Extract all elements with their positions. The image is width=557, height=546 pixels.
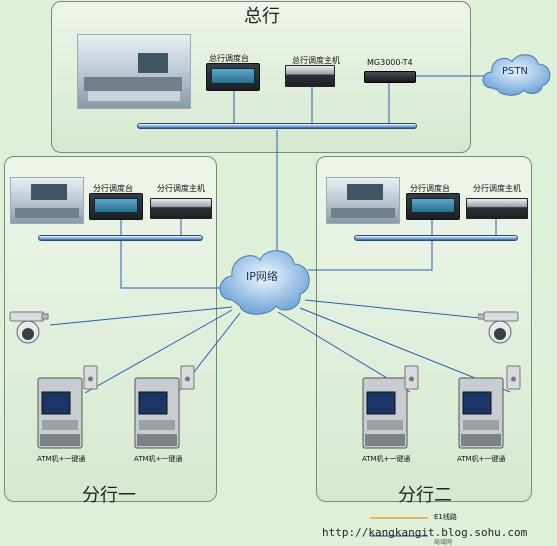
branch1-bus <box>38 235 203 241</box>
hq-console-label: 总行调度台 <box>209 54 249 63</box>
branch2-console-label: 分行调度台 <box>410 184 450 193</box>
legend-e1-label: E1线路 <box>434 513 457 521</box>
branch2-host-label: 分行调度主机 <box>473 184 521 193</box>
branch1-dispatch-console <box>89 193 143 220</box>
hq-dispatch-console <box>206 63 260 91</box>
ip-network-label: IP网络 <box>246 270 278 283</box>
branch1-call-button-2-icon <box>180 365 195 390</box>
hq-dispatch-host <box>285 65 335 87</box>
hq-host-label: 总行调度主机 <box>292 56 340 65</box>
branch1-title: 分行一 <box>82 485 136 506</box>
watermark-text: http://kangkangit.blog.sohu.com <box>322 526 528 539</box>
branch2-atm-2-label: ATM机+一键通 <box>457 455 506 463</box>
branch2-call-button-2-icon <box>506 365 521 390</box>
branch2-dispatch-console <box>406 193 460 220</box>
branch1-call-button-1-icon <box>83 365 98 390</box>
hq-title: 总行 <box>244 6 280 27</box>
branch2-camera-icon <box>478 311 519 344</box>
branch2-atm-1-label: ATM机+一键通 <box>362 455 411 463</box>
branch2-dispatch-host <box>466 198 528 219</box>
hq-control-room-image <box>77 34 191 109</box>
hq-bus <box>137 123 417 129</box>
branch2-atm-1 <box>362 377 408 449</box>
branch2-title: 分行二 <box>398 485 452 506</box>
gateway-device <box>364 71 416 83</box>
branch2-bus <box>354 235 518 241</box>
branch1-host-label: 分行调度主机 <box>157 184 205 193</box>
pstn-cloud <box>482 54 551 96</box>
ip-network-cloud <box>219 250 310 315</box>
branch1-atm-2 <box>134 377 180 449</box>
branch1-atm-1-label: ATM机+一键通 <box>37 455 86 463</box>
branch2-atm-2 <box>458 377 504 449</box>
branch2-call-button-1-icon <box>404 365 419 390</box>
branch1-control-room-image <box>10 177 84 224</box>
branch1-atm-2-label: ATM机+一键通 <box>134 455 183 463</box>
pstn-label: PSTN <box>502 66 528 77</box>
legend-second-label: 局域网 <box>434 539 453 546</box>
branch1-dispatch-host <box>150 198 212 219</box>
branch1-console-label: 分行调度台 <box>93 184 133 193</box>
branch2-control-room-image <box>326 177 400 224</box>
branch1-camera-icon <box>9 311 49 344</box>
gateway-label: MG3000-T4 <box>367 58 413 67</box>
branch1-atm-1 <box>37 377 83 449</box>
